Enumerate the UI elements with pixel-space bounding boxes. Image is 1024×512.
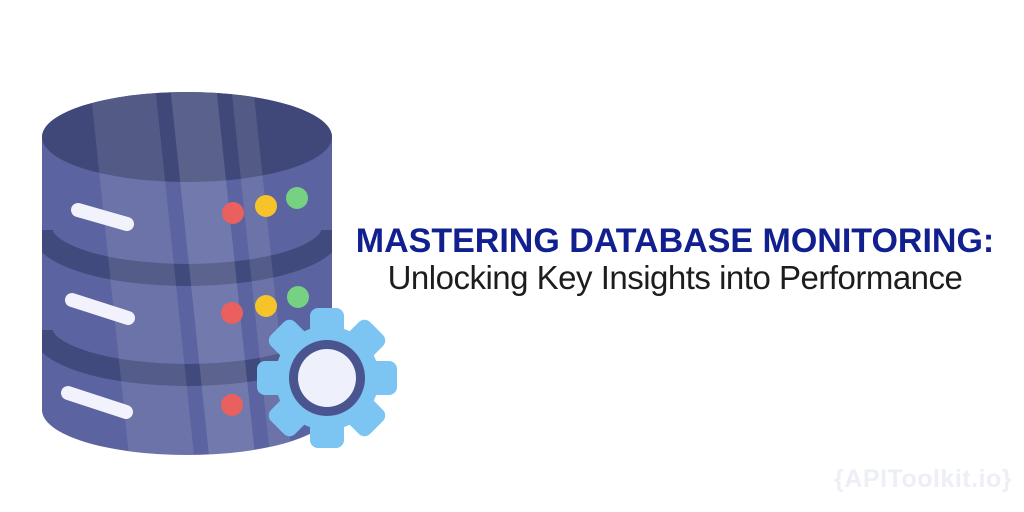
page-subtitle: Unlocking Key Insights into Performance xyxy=(387,259,963,296)
tier3-highlight-pill xyxy=(61,386,133,419)
tier2-highlight-pill xyxy=(65,293,135,325)
tier1-red-dot xyxy=(222,202,244,224)
tier2-red-dot xyxy=(221,302,243,324)
tier1-highlight-pill xyxy=(71,203,134,231)
gear-center xyxy=(298,349,356,407)
database-monitoring-illustration xyxy=(42,92,397,455)
tier2-yellow-dot xyxy=(255,295,277,317)
database-top-lid xyxy=(42,92,332,182)
tier2-green-dot xyxy=(287,286,309,308)
status-dots xyxy=(221,187,309,416)
tier1-green-dot xyxy=(286,187,308,209)
gear-icon xyxy=(257,308,397,448)
brand-watermark: {APIToolkit.io} xyxy=(834,465,1012,493)
page-title: MASTERING DATABASE MONITORING: xyxy=(355,222,995,260)
tier-band-1 xyxy=(42,228,332,286)
headline-block: MASTERING DATABASE MONITORING: Unlocking… xyxy=(345,224,1005,294)
tier1-yellow-dot xyxy=(255,195,277,217)
tier3-red-dot xyxy=(221,394,243,416)
